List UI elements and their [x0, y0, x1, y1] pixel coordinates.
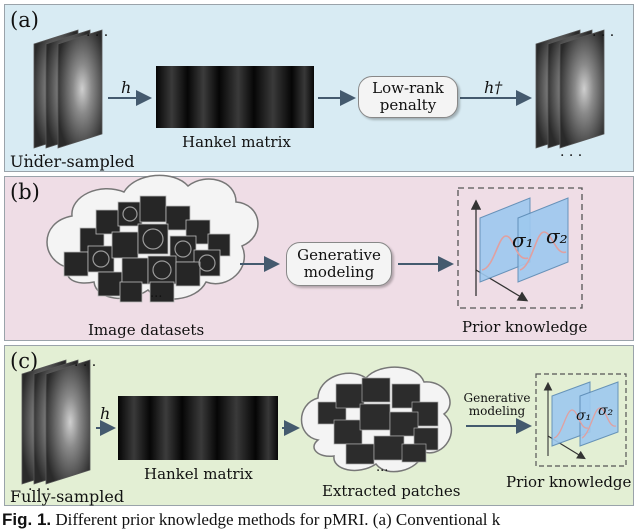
undersampled-label: Under-sampled [10, 152, 135, 171]
undersampled-stack: . . . . . . [24, 24, 108, 160]
generative-modeling-box-b: Generative modeling [286, 242, 392, 286]
svg-text:. . .: . . . [74, 354, 96, 370]
prior-planes-c [543, 381, 619, 460]
gen-line2-b: modeling [303, 263, 375, 281]
lowrank-line2: penalty [379, 96, 437, 114]
panel-a [4, 4, 634, 172]
fullysampled-stack: . . . . . . [21, 354, 96, 494]
hankel-label-c: Hankel matrix [144, 465, 253, 483]
prior-box-b [457, 187, 583, 309]
gen-line2-c: modeling [468, 404, 526, 418]
extracted-patches-label: Extracted patches [322, 482, 461, 500]
prior-box-c [535, 373, 627, 467]
sigma2-c: σ₂ [598, 403, 614, 419]
svg-text:. . .: . . . [86, 24, 108, 40]
panel-c-label: (c) [10, 349, 39, 373]
svg-text:. . .: . . . [24, 144, 46, 160]
hankel-label-a: Hankel matrix [182, 133, 291, 151]
cloud-ellipsis-c: ... [376, 460, 389, 475]
h-label-a: h [121, 78, 132, 97]
sigma1-c: σ₁ [576, 408, 592, 424]
h-dagger-label: h† [484, 78, 503, 97]
hankel-matrix-a [156, 66, 314, 128]
patch-cloud [300, 366, 453, 473]
gen-line1-c: Generative [463, 391, 531, 405]
gen-line1-b: Generative [297, 246, 381, 264]
sigma1-b: σ₁ [512, 228, 534, 252]
svg-text:. . .: . . . [560, 144, 582, 160]
caption-fig-label: Fig. 1. [2, 510, 52, 529]
figure-caption: Fig. 1. Different prior knowledge method… [2, 510, 500, 530]
h-label-c: h [100, 404, 111, 423]
prior-planes-b [470, 197, 569, 302]
prior-knowledge-label-c: Prior knowledge [506, 473, 632, 491]
lowrank-penalty-box: Low-rank penalty [358, 76, 458, 118]
sigma2-b: σ₂ [546, 224, 568, 248]
svg-text:. . .: . . . [28, 478, 50, 494]
lowrank-line1: Low-rank [372, 79, 444, 97]
dataset-cloud [46, 174, 259, 303]
reconstructed-stack: . . . . . . [535, 24, 614, 160]
panel-b-label: (b) [10, 180, 40, 204]
image-datasets-label: Image datasets [88, 321, 205, 339]
fullysampled-label: Fully-sampled [10, 487, 125, 506]
caption-text: Different prior knowledge methods for pM… [51, 510, 501, 529]
cloud-ellipsis-b: ... [150, 286, 163, 301]
prior-knowledge-label-b: Prior knowledge [462, 318, 588, 336]
hankel-matrix-c [118, 396, 278, 460]
svg-text:. . .: . . . [592, 24, 614, 40]
panel-a-label: (a) [10, 8, 39, 32]
generative-modeling-label-c: Generative modeling [462, 392, 532, 418]
